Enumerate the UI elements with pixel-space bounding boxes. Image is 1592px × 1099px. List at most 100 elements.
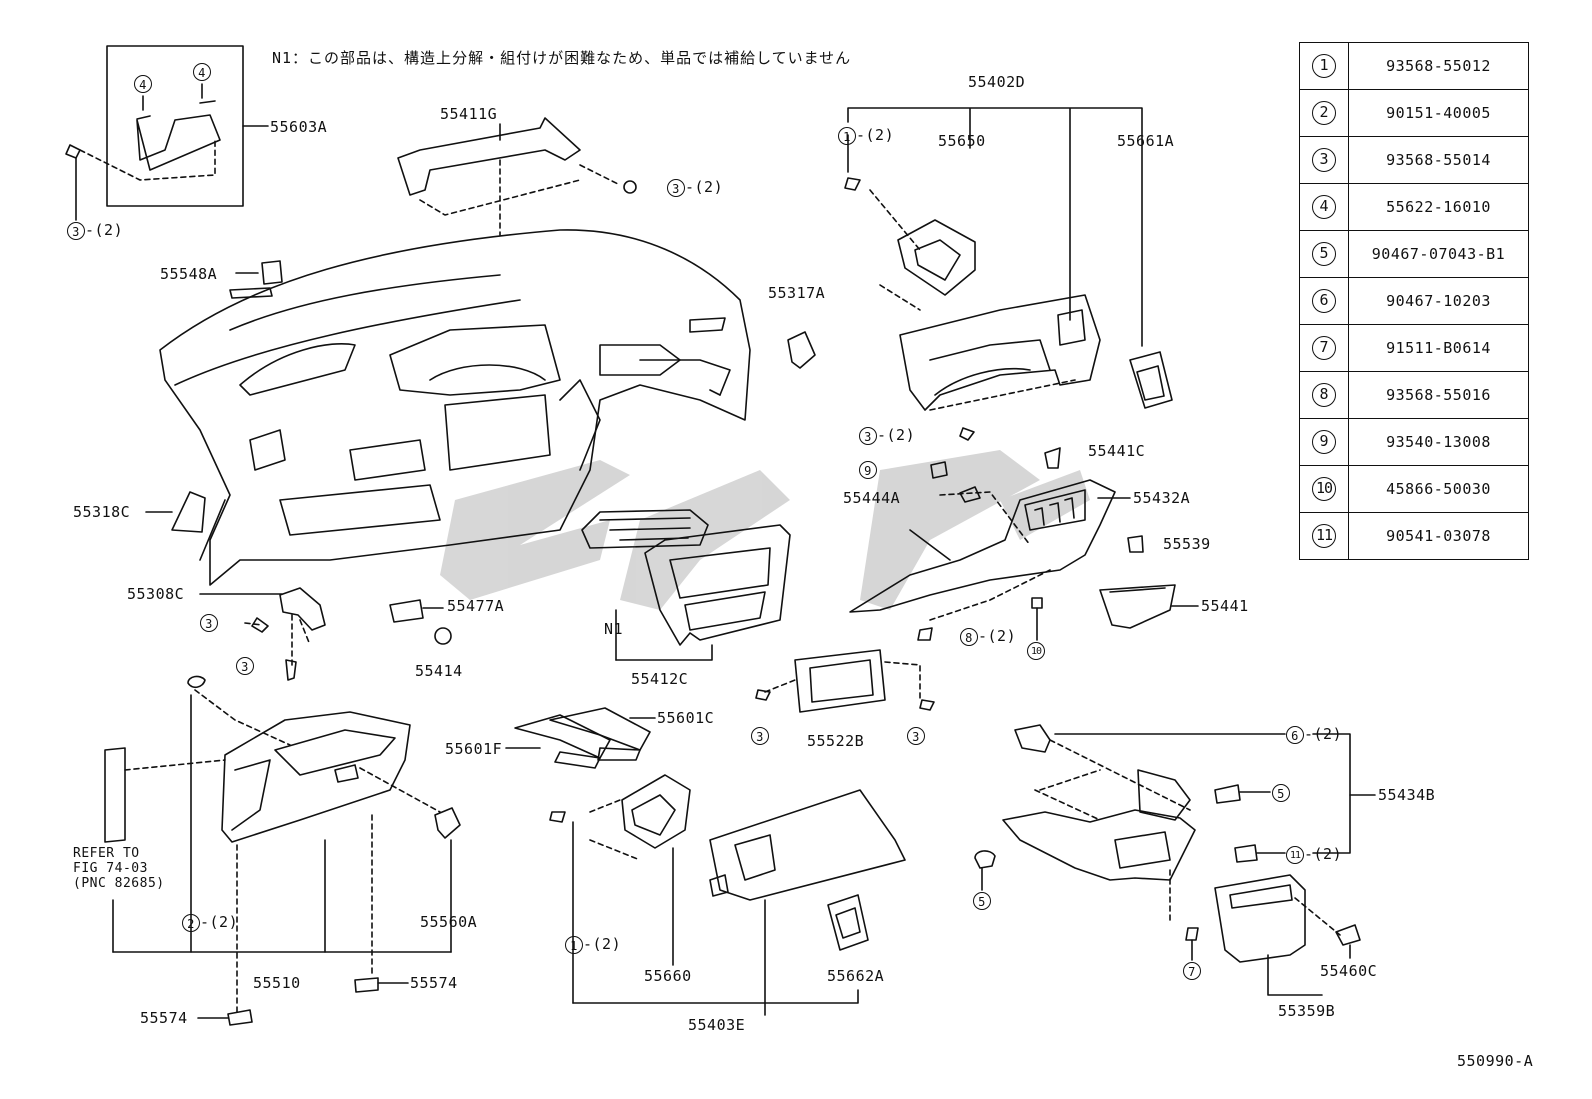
callout-55601C: 55601C <box>657 709 715 727</box>
circle-2-icon: 2 <box>182 913 200 932</box>
watermark-logo <box>440 450 1090 610</box>
circle-6-icon: 6 <box>1312 289 1336 313</box>
legend-part-number: 90541-03078 <box>1348 512 1529 560</box>
figure-code: 550990-A <box>1457 1052 1534 1070</box>
callout-55548A: 55548A <box>160 265 218 283</box>
callout-55441: 55441 <box>1201 597 1249 615</box>
circle-7-icon: 7 <box>1183 961 1201 980</box>
part-55522B <box>794 649 886 713</box>
legend-number: 9 <box>1299 418 1349 466</box>
fastener-tag: 3 <box>907 726 925 745</box>
part-55412C-bezel <box>644 524 791 646</box>
legend-part-number: 93568-55012 <box>1348 42 1529 90</box>
legend-number: 8 <box>1299 371 1349 419</box>
legend-number: 11 <box>1299 512 1349 560</box>
legend-part-number: 90151-40005 <box>1348 89 1529 137</box>
legend-part-number: 90467-07043-B1 <box>1348 230 1529 278</box>
callout-55650: 55650 <box>938 132 986 150</box>
legend-number: 3 <box>1299 136 1349 184</box>
legend-number: 1 <box>1299 42 1349 90</box>
fastener-tag: 5 <box>973 891 991 910</box>
fastener-tag: 3 <box>200 613 218 632</box>
part-55441 <box>1099 584 1176 629</box>
callout-55414: 55414 <box>415 662 463 680</box>
callout-55308C: 55308C <box>127 585 185 603</box>
circle-4-icon: 4 <box>193 62 211 81</box>
circle-5-icon: 5 <box>1312 242 1336 266</box>
circle-10-icon: 10 <box>1312 477 1336 501</box>
part-55403E <box>709 789 906 901</box>
callout-55402D: 55402D <box>968 73 1026 91</box>
callout-55318C: 55318C <box>73 503 131 521</box>
legend-number: 7 <box>1299 324 1349 372</box>
part-55510 <box>221 711 411 843</box>
circle-10-icon: 10 <box>1027 641 1045 660</box>
fastener-tag: 2-(2) <box>182 913 238 932</box>
legend-part-number: 93540-13008 <box>1348 418 1529 466</box>
fastener-tag: 11-(2) <box>1286 845 1342 864</box>
legend-row: 10 45866-50030 <box>1299 465 1529 513</box>
part-55359B <box>1214 874 1306 963</box>
part-55412C-vents <box>581 509 709 549</box>
circle-4-icon: 4 <box>134 74 152 93</box>
circle-3-icon: 3 <box>236 656 254 675</box>
fastener-tag: 9 <box>859 460 877 479</box>
fastener-tag: 8-(2) <box>960 627 1016 646</box>
callout-55539: 55539 <box>1163 535 1211 553</box>
fastener-tag: 3 <box>751 726 769 745</box>
circle-3-icon: 3 <box>751 726 769 745</box>
circle-6-icon: 6 <box>1286 725 1304 744</box>
callout-55412C: 55412C <box>631 670 689 688</box>
fastener-tag: 3-(2) <box>859 426 915 445</box>
legend-row: 8 93568-55016 <box>1299 371 1529 419</box>
callout-55522B: 55522B <box>807 732 865 750</box>
fastener-tag: 3-(2) <box>667 178 723 197</box>
legend-number: 4 <box>1299 183 1349 231</box>
circle-9-icon: 9 <box>859 460 877 479</box>
legend-part-number: 93568-55014 <box>1348 136 1529 184</box>
fastener-tag: 6-(2) <box>1286 725 1342 744</box>
callout-55477A: 55477A <box>447 597 505 615</box>
circle-11-icon: 11 <box>1286 845 1304 864</box>
part-55432A <box>849 479 1116 613</box>
callout-55434B: 55434B <box>1378 786 1436 804</box>
refer-note: REFER TO FIG 74-03 (PNC 82685) <box>73 846 165 891</box>
legend-part-number: 90467-10203 <box>1348 277 1529 325</box>
circle-4-icon: 4 <box>1312 195 1336 219</box>
fastener-tag: 5 <box>1272 783 1290 802</box>
callout-55444A: 55444A <box>843 489 901 507</box>
inset-box-55603A <box>106 45 244 207</box>
fastener-tag: 1-(2) <box>565 935 621 954</box>
legend-part-number: 45866-50030 <box>1348 465 1529 513</box>
supply-note: N1：この部品は、構造上分解・組付けが困難なため、単品では補給していません <box>272 49 852 67</box>
circle-3-icon: 3 <box>667 178 685 197</box>
circle-8-icon: 8 <box>1312 383 1336 407</box>
circle-3-icon: 3 <box>200 613 218 632</box>
legend-number: 10 <box>1299 465 1349 513</box>
callout-55432A: 55432A <box>1133 489 1191 507</box>
circle-1-icon: 1 <box>1312 54 1336 78</box>
callout-55441C: 55441C <box>1088 442 1146 460</box>
legend-number: 2 <box>1299 89 1349 137</box>
circle-3-icon: 3 <box>907 726 925 745</box>
callout-55574-left: 55574 <box>140 1009 188 1027</box>
circle-11-icon: 11 <box>1312 524 1336 548</box>
part-55434B <box>1002 809 1196 881</box>
circle-5-icon: 5 <box>973 891 991 910</box>
callout-55510: 55510 <box>253 974 301 992</box>
circle-1-icon: 1 <box>565 935 583 954</box>
legend-part-number: 93568-55016 <box>1348 371 1529 419</box>
callout-N1: N1 <box>604 620 624 638</box>
callout-55317A: 55317A <box>768 284 826 302</box>
legend-row: 5 90467-07043-B1 <box>1299 230 1529 278</box>
part-instrument-panel <box>159 229 751 586</box>
circle-7-icon: 7 <box>1312 336 1336 360</box>
circle-1-icon: 1 <box>838 126 856 145</box>
